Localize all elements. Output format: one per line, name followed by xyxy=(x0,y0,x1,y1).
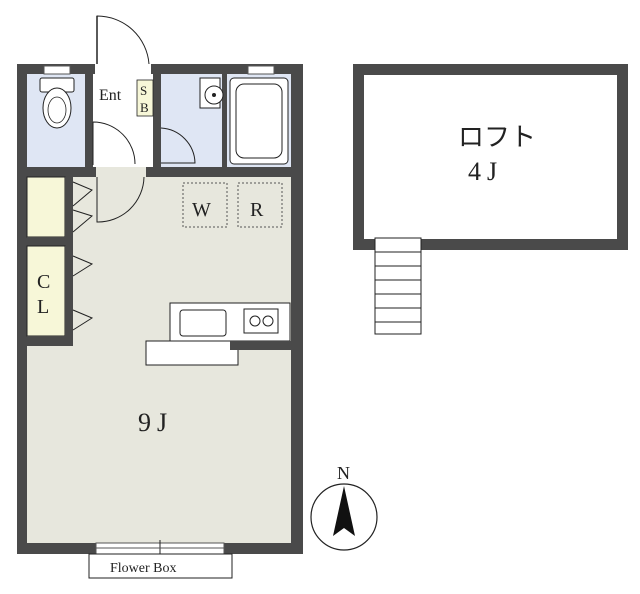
entrance-door-swing xyxy=(96,15,150,65)
washer-label: W xyxy=(192,199,211,221)
loft-size-label: 4J xyxy=(468,157,503,186)
loft-name-label: ロフト xyxy=(458,123,536,153)
kitchen-counter xyxy=(169,302,291,342)
closet xyxy=(26,245,66,337)
entrance-label: Ent xyxy=(99,87,122,104)
storage-upper-wall xyxy=(65,177,73,237)
entrance-door-gap xyxy=(95,62,151,76)
main-unit: Ent S B C xyxy=(17,15,303,579)
shoe-box-label-b: B xyxy=(140,100,149,115)
toilet-icon xyxy=(39,77,75,129)
storage-upper xyxy=(26,176,66,238)
toilet-window xyxy=(43,65,71,75)
room-door-swing xyxy=(96,176,145,223)
closet-doors xyxy=(72,255,94,331)
loft: ロフト 4J xyxy=(353,64,628,335)
storage-upper-bottom-wall xyxy=(27,237,73,246)
loft-ladder xyxy=(374,237,422,335)
room-door-gap xyxy=(96,167,146,177)
washroom-door-gap xyxy=(161,128,163,167)
north-label: N xyxy=(337,463,350,483)
entrance-step xyxy=(93,122,153,167)
closet-label-c: C xyxy=(37,271,50,293)
closet-wall xyxy=(65,246,73,336)
kitchen-partition-wall xyxy=(230,341,291,350)
bath-window xyxy=(247,65,275,75)
refrigerator-label: R xyxy=(250,199,264,221)
washroom-door-swing xyxy=(160,127,196,164)
kitchen-partition xyxy=(145,340,239,366)
closet-label-l: L xyxy=(37,296,49,318)
washer-space xyxy=(182,182,228,228)
closet-bottom-wall xyxy=(27,336,73,346)
shoe-box-label-s: S xyxy=(140,83,147,98)
refrigerator-space xyxy=(237,182,283,228)
shoe-box xyxy=(136,79,154,117)
main-room-size-label: 9J xyxy=(138,408,173,437)
wall-toilet-entrance xyxy=(85,74,93,177)
north-compass-icon: N xyxy=(310,463,378,551)
wall-top-rooms-bottom xyxy=(27,167,291,177)
entrance-inner-door xyxy=(92,121,136,165)
loft-floor xyxy=(364,75,617,239)
wall-entrance-bath xyxy=(153,74,161,177)
flower-box-label: Flower Box xyxy=(110,561,177,576)
storage-upper-doors xyxy=(72,181,94,233)
bathtub-icon xyxy=(229,77,289,165)
wash-basin-icon xyxy=(199,77,224,109)
wall-bath-split xyxy=(222,74,227,167)
flower-box xyxy=(88,553,233,579)
